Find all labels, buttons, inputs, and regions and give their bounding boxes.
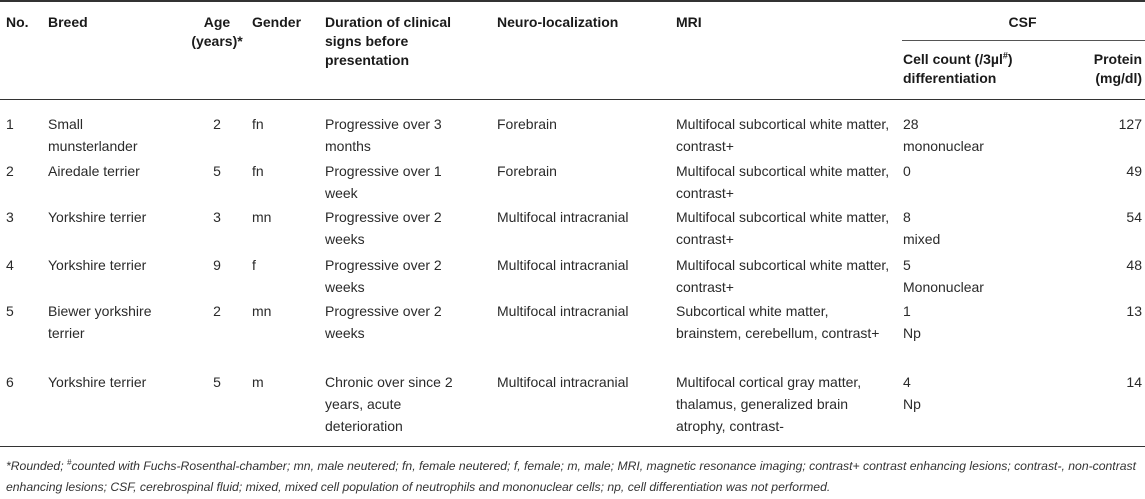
cell-duration: Progressive over 2 weeks <box>325 209 442 247</box>
cell-no: 3 <box>6 209 14 225</box>
header-cell-count: Cell count (/3µl#) differentiation <box>903 50 1063 88</box>
header-breed: Breed <box>48 14 88 30</box>
cell-differentiation: Np <box>903 396 921 412</box>
cell-gender: mn <box>252 303 272 319</box>
header-rule <box>0 99 1145 100</box>
header-protein-label: Protein <box>1093 51 1142 67</box>
csf-group-rule <box>902 40 1145 41</box>
header-duration: Duration of clinical signs before presen… <box>325 14 452 68</box>
header-neuro-localization: Neuro-localization <box>497 14 619 30</box>
header-cell-count-hash: # <box>1002 50 1008 61</box>
cell-breed: Airedale terrier <box>48 163 140 179</box>
header-protein: Protein (mg/dl) <box>1060 50 1142 88</box>
cell-age: 5 <box>213 163 221 179</box>
cell-gender: fn <box>252 116 264 132</box>
table-footnote: *Rounded; #counted with Fuchs-Rosenthal-… <box>6 456 1142 498</box>
cell-neuro-localization: Multifocal intracranial <box>497 374 629 390</box>
header-csf: CSF <box>1008 14 1037 30</box>
header-protein-unit: (mg/dl) <box>1095 70 1142 86</box>
cell-csf-count: 8 mixed <box>903 206 1043 250</box>
cell-gender: m <box>252 374 264 390</box>
cell-gender: fn <box>252 163 264 179</box>
header-age: Age (years)* <box>191 14 243 49</box>
cell-protein: 48 <box>1126 257 1142 273</box>
cell-mri: Multifocal subcortical white matter, con… <box>676 116 890 154</box>
cell-duration: Progressive over 2 weeks <box>325 303 442 341</box>
cell-protein: 49 <box>1126 163 1142 179</box>
cell-duration: Chronic over since 2 years, acute deteri… <box>325 374 453 434</box>
cell-age: 2 <box>213 116 221 132</box>
cell-csf-count: 0 <box>903 160 1043 182</box>
cell-protein: 13 <box>1126 303 1142 319</box>
cell-protein: 54 <box>1126 209 1142 225</box>
cell-count-value: 0 <box>903 163 911 179</box>
cell-breed: Yorkshire terrier <box>48 257 147 273</box>
cell-age: 3 <box>213 209 221 225</box>
cell-duration: Progressive over 2 weeks <box>325 257 442 295</box>
cell-age: 9 <box>213 257 221 273</box>
cell-mri: Multifocal subcortical white matter, con… <box>676 209 890 247</box>
footnote-hash: # <box>67 457 72 467</box>
cell-no: 2 <box>6 163 14 179</box>
cell-differentiation: Mononuclear <box>903 279 984 295</box>
header-no: No. <box>6 14 29 30</box>
top-rule <box>0 0 1145 2</box>
cell-age: 2 <box>213 303 221 319</box>
header-cell-count-close: ) <box>1007 51 1013 67</box>
header-gender: Gender <box>252 14 302 30</box>
footnote-part1: *Rounded; <box>6 459 67 473</box>
cell-neuro-localization: Multifocal intracranial <box>497 257 629 273</box>
header-differentiation: differentiation <box>903 70 997 86</box>
cell-neuro-localization: Forebrain <box>497 163 557 179</box>
cell-gender: f <box>252 257 256 273</box>
cell-differentiation: Np <box>903 325 921 341</box>
cell-no: 1 <box>6 116 14 132</box>
cell-no: 6 <box>6 374 14 390</box>
cell-count-value: 4 <box>903 374 911 390</box>
cell-protein: 127 <box>1118 116 1142 132</box>
bottom-rule <box>0 446 1145 447</box>
cell-protein: 14 <box>1126 374 1142 390</box>
cell-no: 5 <box>6 303 14 319</box>
cell-no: 4 <box>6 257 14 273</box>
header-cell-count-text: Cell count (/3µl <box>903 51 1003 67</box>
cell-neuro-localization: Forebrain <box>497 116 557 132</box>
cell-count-value: 1 <box>903 303 911 319</box>
cell-neuro-localization: Multifocal intracranial <box>497 303 629 319</box>
cell-count-value: 28 <box>903 116 919 132</box>
cell-mri: Subcortical white matter, brainstem, cer… <box>676 303 880 341</box>
cell-mri: Multifocal cortical gray matter, thalamu… <box>676 374 862 434</box>
cell-csf-count: 28 mononuclear <box>903 113 1043 157</box>
cell-duration: Progressive over 3 months <box>325 116 442 154</box>
cell-differentiation: mononuclear <box>903 138 984 154</box>
cell-breed: Yorkshire terrier <box>48 374 147 390</box>
cell-neuro-localization: Multifocal intracranial <box>497 209 629 225</box>
cell-mri: Multifocal subcortical white matter, con… <box>676 257 890 295</box>
cell-duration: Progressive over 1 week <box>325 163 442 201</box>
cell-gender: mn <box>252 209 272 225</box>
cell-count-value: 8 <box>903 209 911 225</box>
header-mri: MRI <box>676 14 702 30</box>
cell-breed: Biewer yorkshire terrier <box>48 303 152 341</box>
cell-age: 5 <box>213 374 221 390</box>
cell-count-value: 5 <box>903 257 911 273</box>
cell-breed: Small munsterlander <box>48 116 138 154</box>
footnote-part2: counted with Fuchs-Rosenthal-chamber; mn… <box>6 459 1137 494</box>
cell-differentiation: mixed <box>903 231 941 247</box>
cell-breed: Yorkshire terrier <box>48 209 147 225</box>
cell-mri: Multifocal subcortical white matter, con… <box>676 163 890 201</box>
